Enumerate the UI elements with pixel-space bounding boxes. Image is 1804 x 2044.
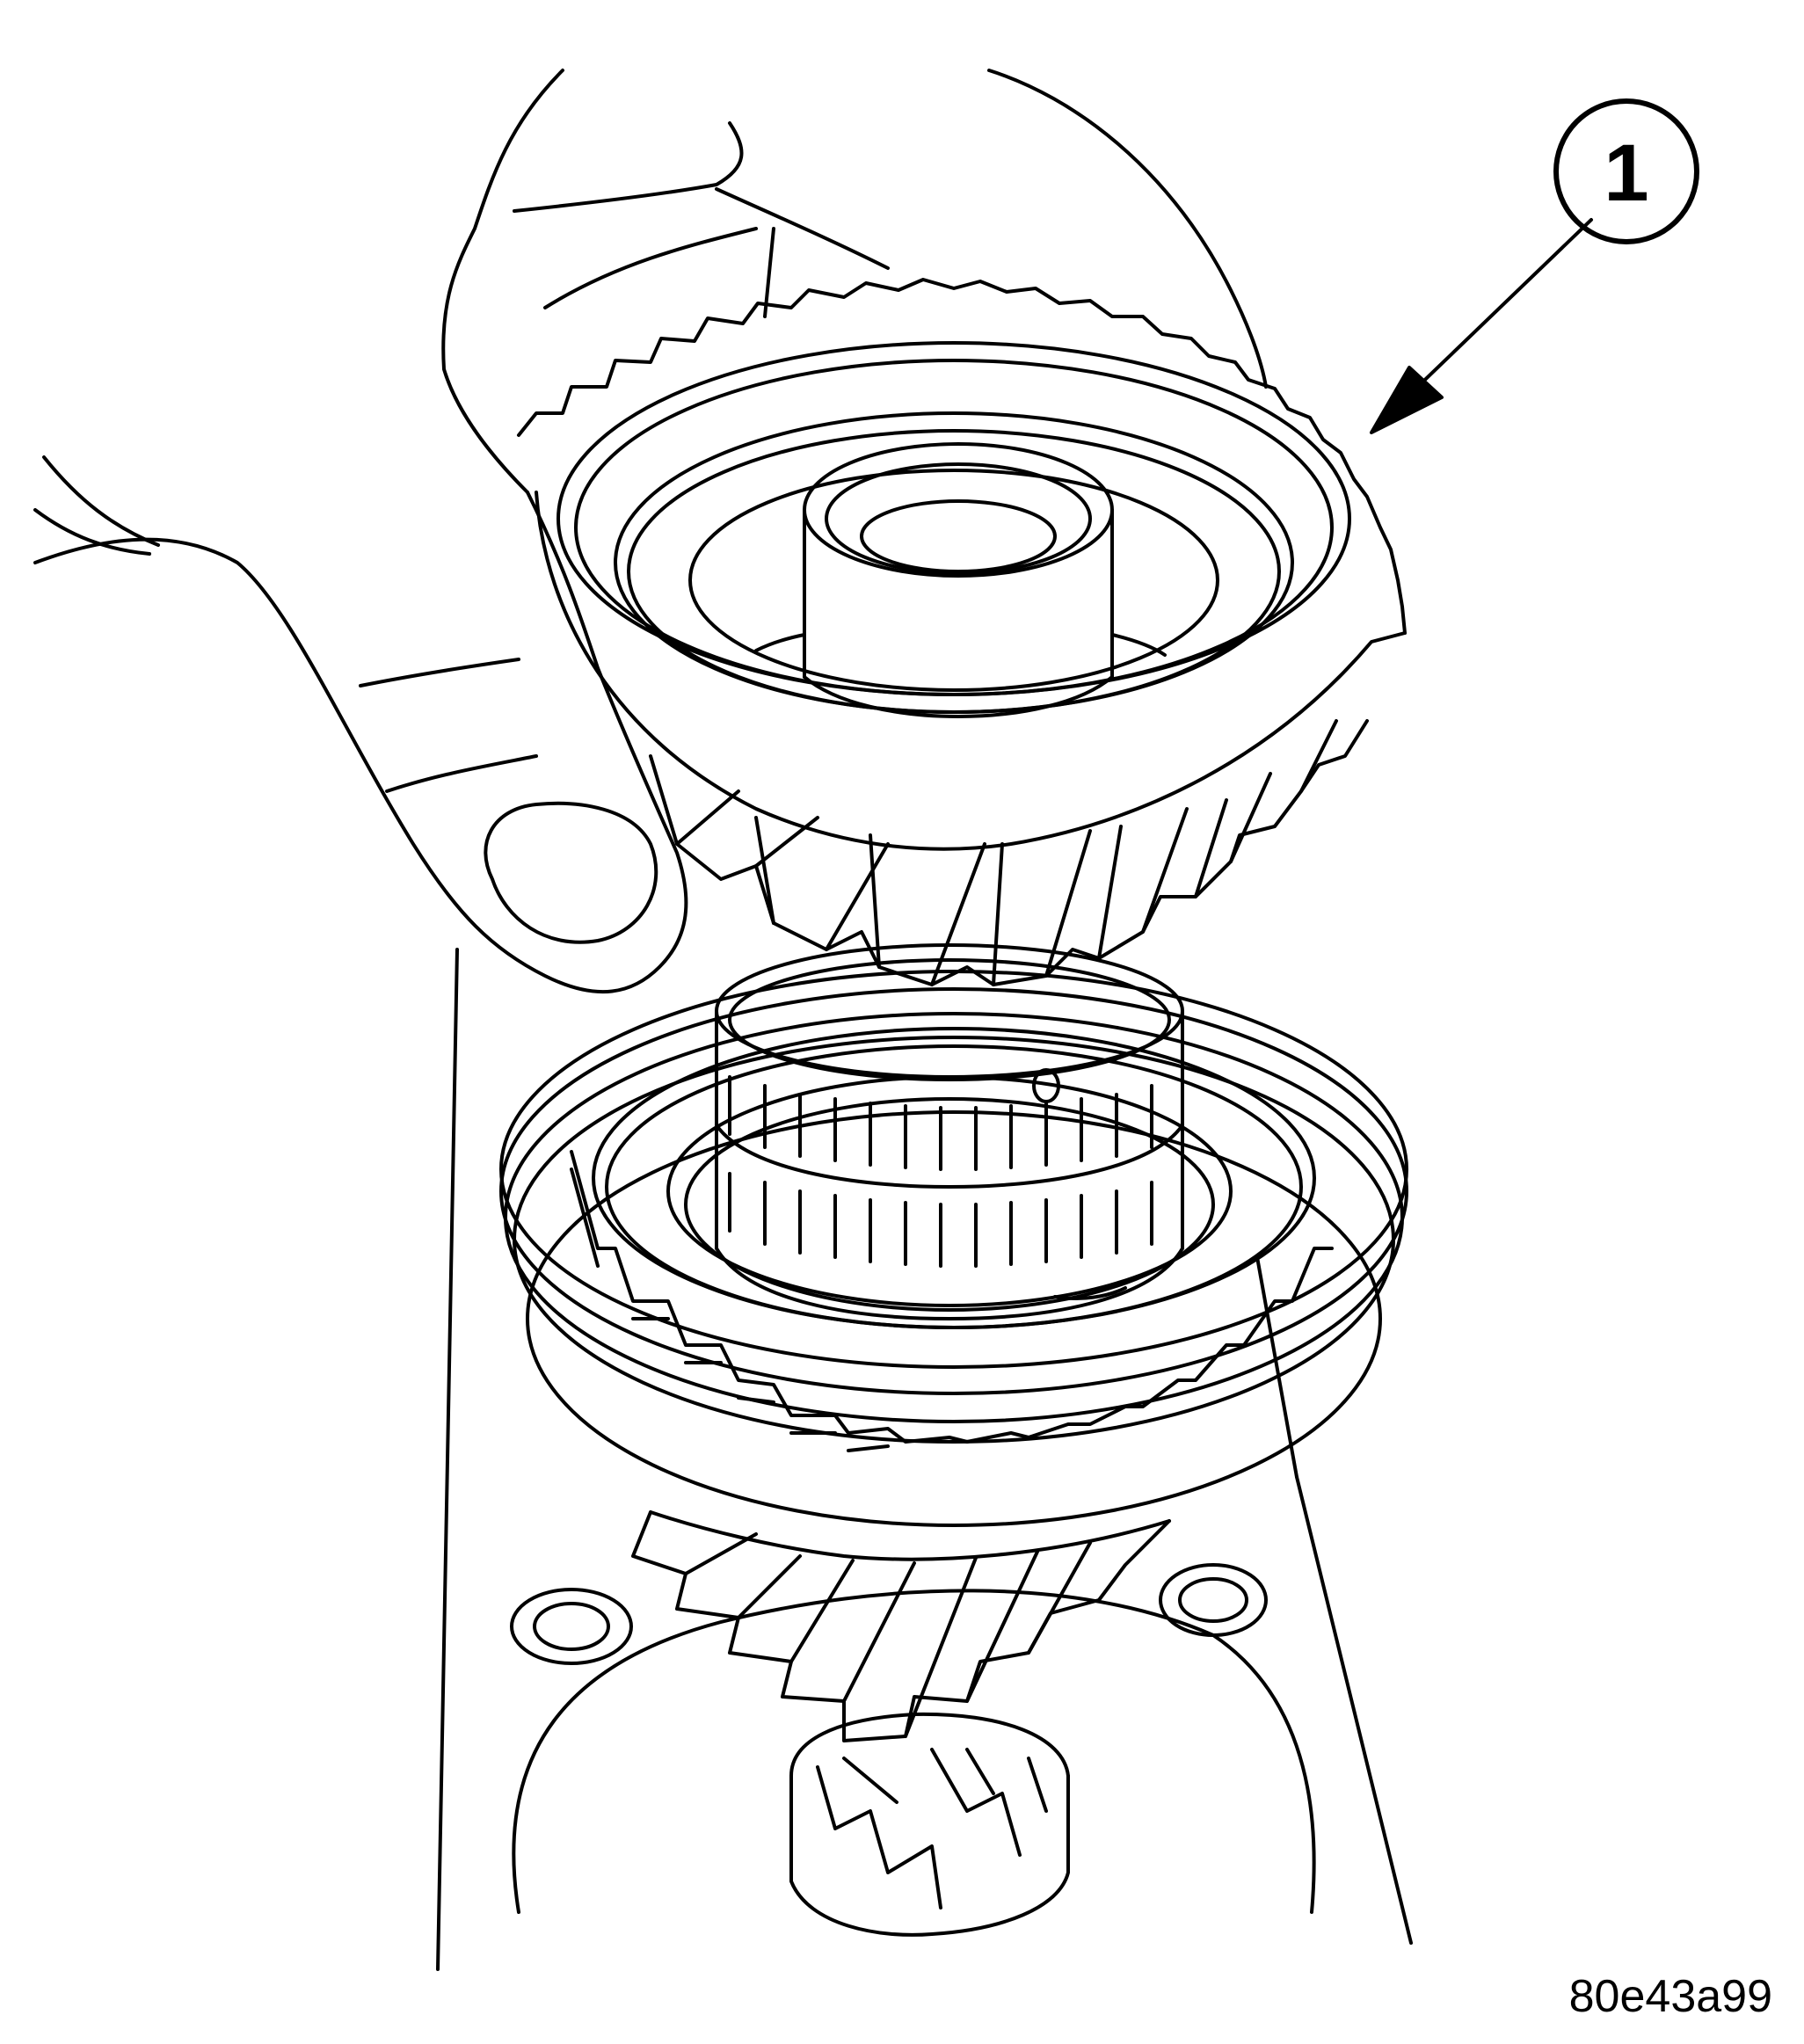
helical-gear <box>517 278 1407 986</box>
needle-bearing <box>715 943 1184 1320</box>
callout-number-1: 1 <box>1604 128 1648 218</box>
figure-reference-id: 80e43a99 <box>1568 1971 1772 2022</box>
technician-hand <box>33 69 1268 994</box>
transmission-housing <box>436 948 1413 1971</box>
output-shaft <box>754 442 1167 718</box>
synchronizer-assembly <box>499 970 1408 1527</box>
callout-leader-arrow <box>1370 218 1593 434</box>
callout-badge <box>1553 98 1699 244</box>
countershaft-gear-cluster <box>631 1510 1171 1937</box>
